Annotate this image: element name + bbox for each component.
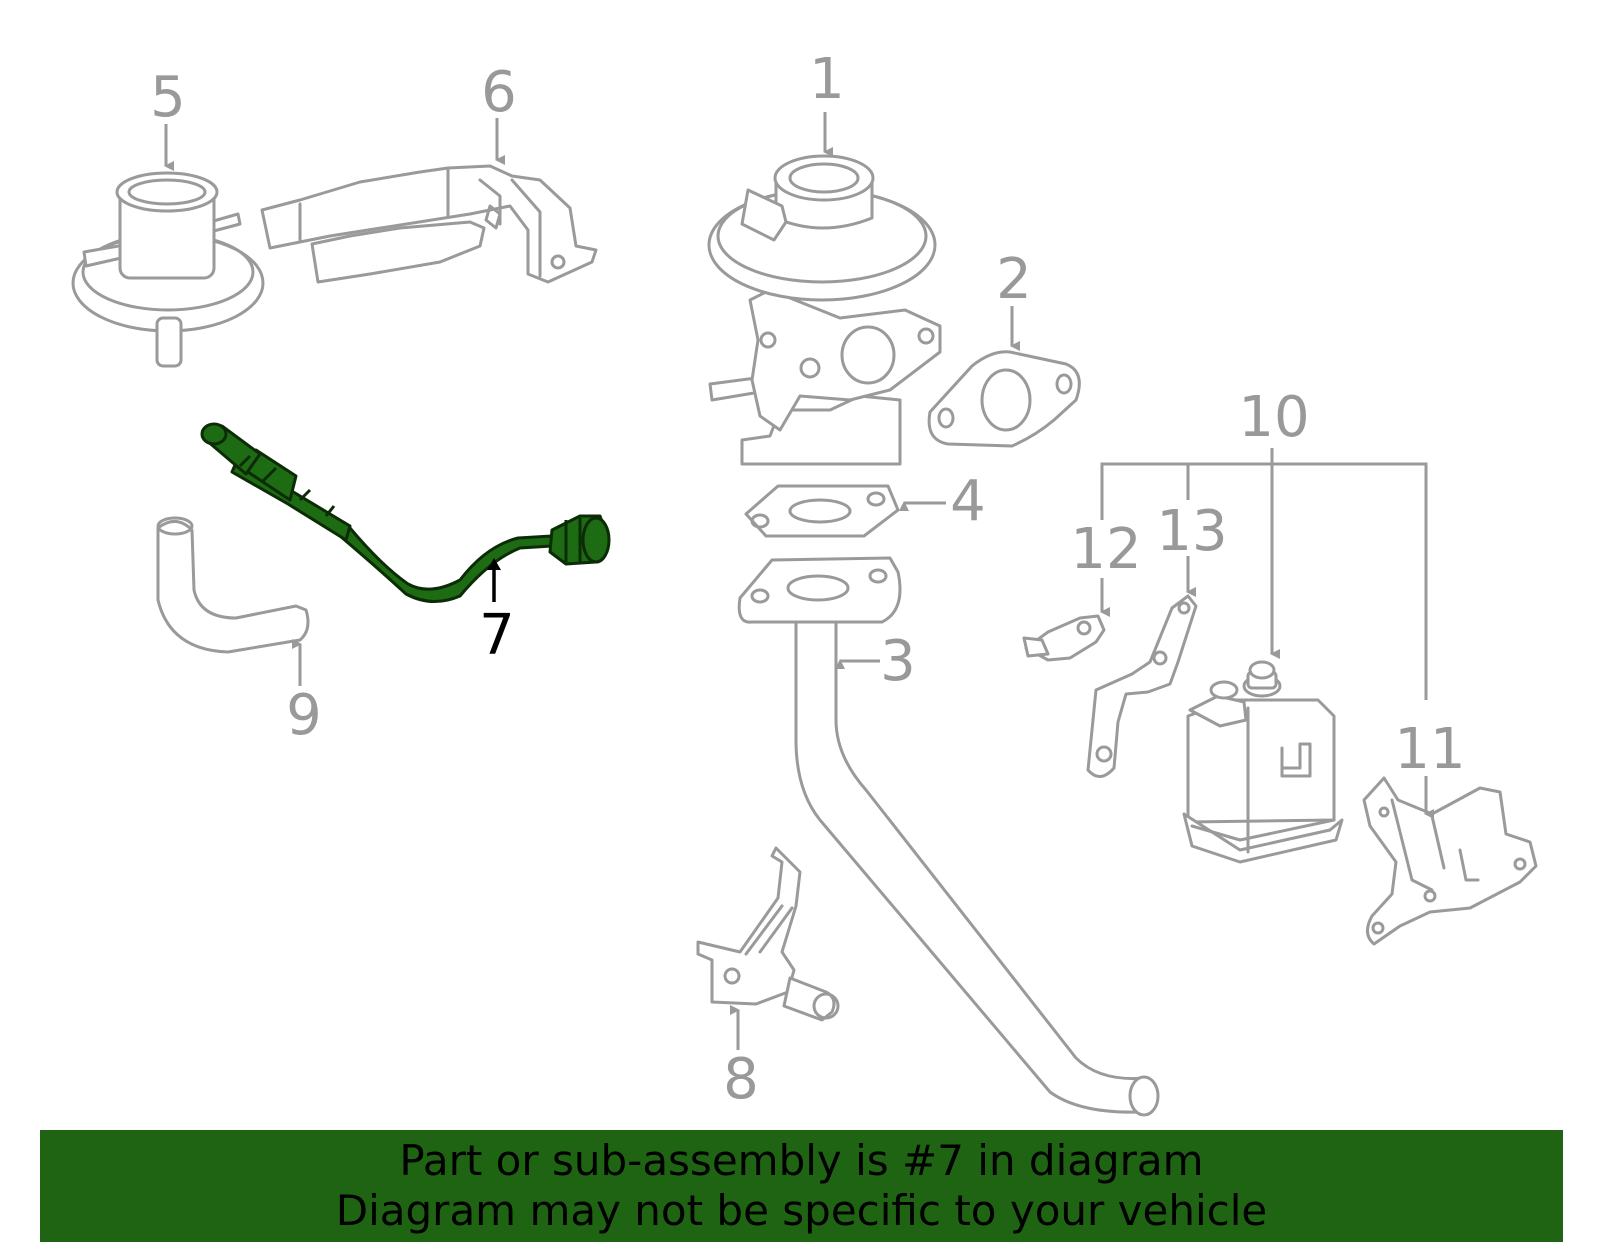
banner-line-part-number: Part or sub-assembly is #7 in diagram — [399, 1136, 1204, 1185]
part-10-charcoal-canister[interactable] — [1182, 660, 1344, 864]
callout-5: 5 — [150, 65, 186, 130]
part-1-egr-valve[interactable] — [707, 154, 942, 466]
part-9-hose[interactable] — [156, 516, 310, 654]
callout-1: 1 — [809, 47, 845, 112]
callout-10: 10 — [1238, 385, 1309, 450]
callout-13: 13 — [1156, 499, 1227, 564]
callout-8: 8 — [723, 1047, 759, 1112]
leader-lines — [164, 112, 1434, 1050]
callout-9: 9 — [286, 683, 322, 748]
callout-11: 11 — [1394, 717, 1465, 782]
callout-6: 6 — [481, 60, 517, 125]
part-7-oxygen-sensor-highlighted[interactable] — [200, 422, 611, 603]
info-banner: Part or sub-assembly is #7 in diagram Di… — [40, 1130, 1563, 1242]
callout-12: 12 — [1070, 517, 1141, 582]
part-11-bracket[interactable] — [1362, 776, 1538, 946]
callout-3: 3 — [880, 629, 916, 694]
part-5-vacuum-modulator[interactable] — [71, 171, 265, 368]
callout-7: 7 — [479, 603, 515, 668]
part-12-sensor[interactable] — [1022, 614, 1106, 662]
banner-line-disclaimer: Diagram may not be specific to your vehi… — [335, 1186, 1268, 1235]
part-4-gasket[interactable] — [744, 484, 900, 538]
part-8-sensor-bracket[interactable] — [696, 846, 840, 1022]
callout-4: 4 — [950, 469, 986, 534]
part-6-bracket[interactable] — [260, 164, 598, 284]
callout-2: 2 — [996, 247, 1032, 312]
part-3-egr-pipe[interactable] — [737, 556, 1160, 1117]
part-2-gasket[interactable] — [927, 350, 1081, 448]
part-13-bracket[interactable] — [1086, 594, 1198, 778]
